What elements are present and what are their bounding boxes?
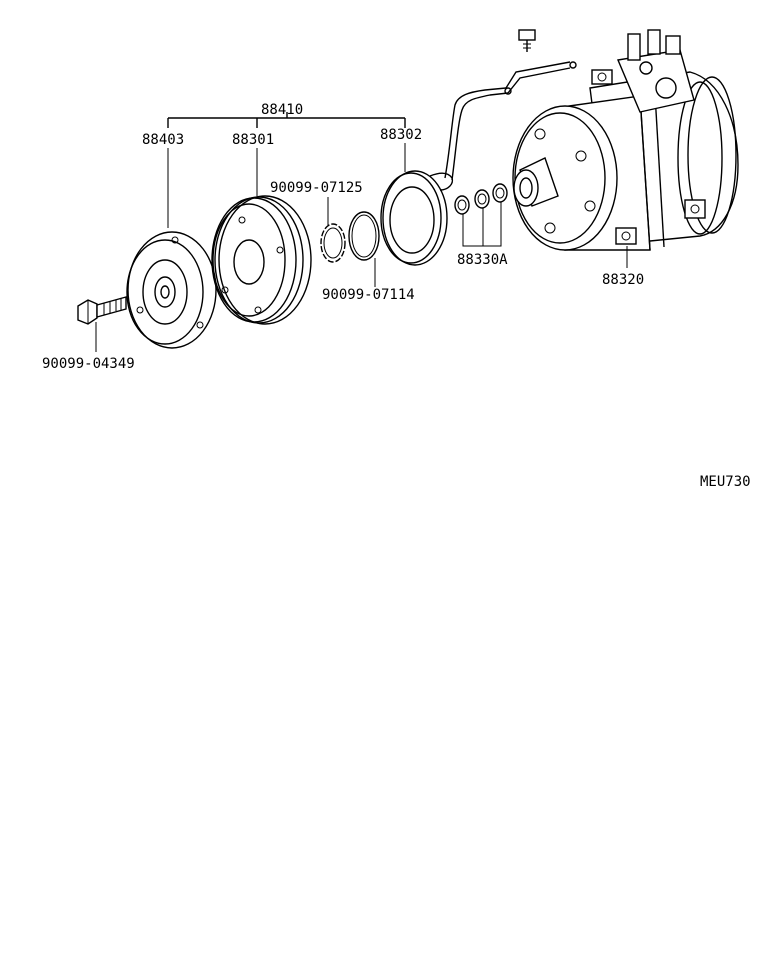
field-coil[interactable]	[380, 170, 454, 266]
label-90099-07114[interactable]: 90099-07114	[322, 287, 415, 303]
shims[interactable]	[454, 183, 508, 215]
diagram-ref-code: MEU730	[700, 474, 751, 490]
label-88301[interactable]: 88301	[232, 132, 274, 148]
label-88330A[interactable]: 88330A	[457, 252, 508, 268]
snap-ring-coil[interactable]	[348, 211, 380, 261]
label-88320[interactable]: 88320	[602, 272, 644, 288]
label-90099-07125[interactable]: 90099-07125	[270, 180, 363, 196]
coil-wire[interactable]	[444, 61, 577, 181]
compressor[interactable]	[512, 29, 739, 251]
label-88403[interactable]: 88403	[142, 132, 184, 148]
snap-ring-pulley[interactable]	[320, 223, 346, 263]
label-90099-04349[interactable]: 90099-04349	[42, 356, 135, 372]
label-88302[interactable]: 88302	[380, 127, 422, 143]
screw[interactable]	[518, 29, 536, 52]
bolt[interactable]	[77, 296, 127, 325]
label-88410[interactable]: 88410	[261, 102, 303, 118]
assembly-bracket	[167, 112, 406, 128]
clutch-hub[interactable]	[126, 231, 217, 349]
pulley[interactable]	[211, 195, 312, 325]
